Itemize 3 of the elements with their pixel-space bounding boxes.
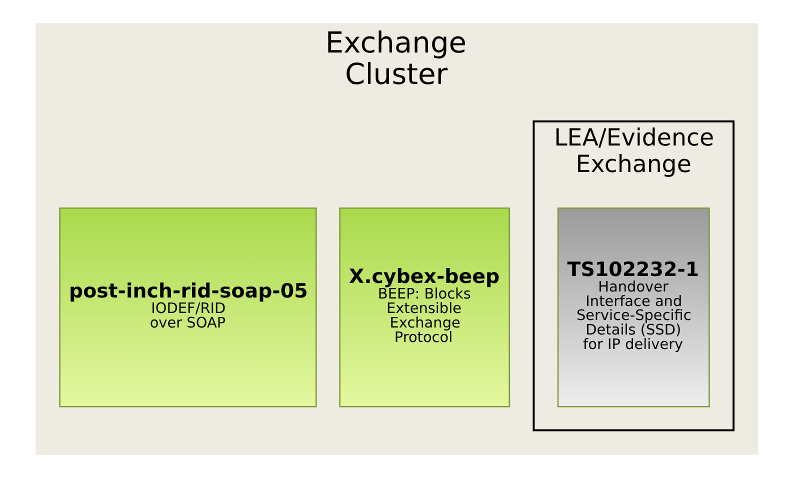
node-box: X.cybex-beep BEEP: Blocks Extensible Exchange Protocol: [338, 207, 510, 408]
node-box: TS102232-1 Handover Interface and Service-Specific Details (SSD) for IP delivery: [556, 207, 710, 408]
node-box: post-inch-rid-soap-05 IODEF/RID over SOAP: [58, 207, 316, 408]
